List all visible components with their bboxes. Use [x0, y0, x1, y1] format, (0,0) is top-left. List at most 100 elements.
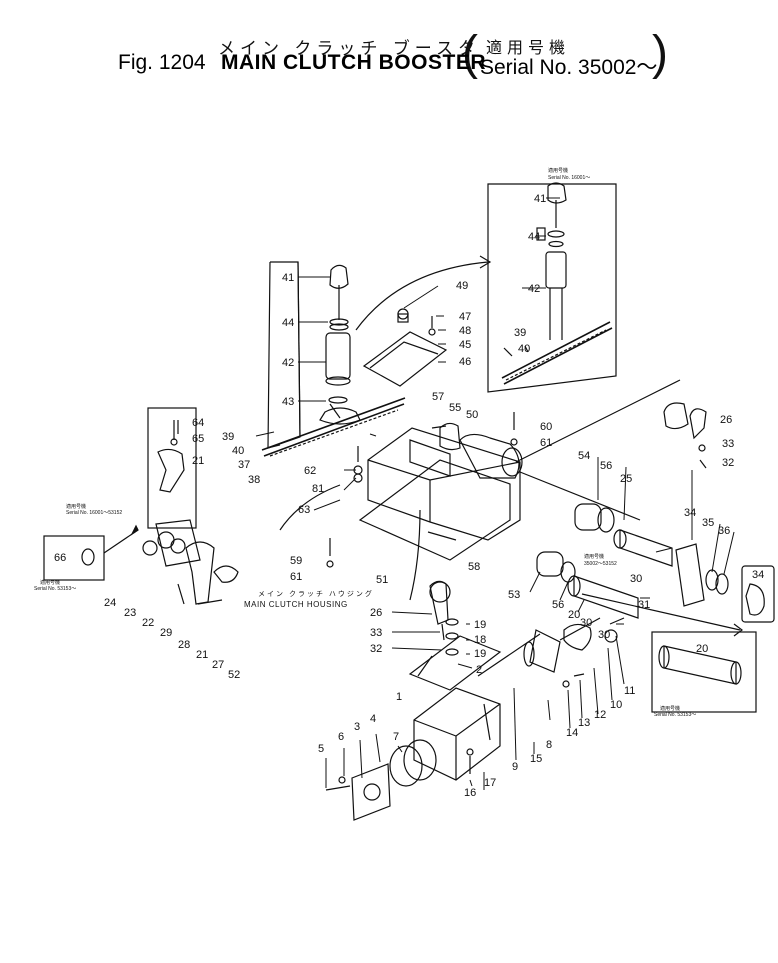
- part-21-label-b: 21: [196, 649, 208, 661]
- part-6-label: 6: [338, 731, 344, 743]
- part-59-label: 59: [290, 555, 302, 567]
- part-30-label-c: 30: [598, 629, 610, 641]
- part-65-label: 65: [192, 433, 204, 445]
- part-61-label-a: 61: [540, 437, 552, 449]
- part-numbers: 41 44 42 43 39 40 37 38 41 44 42 39 40 4…: [54, 193, 764, 799]
- lever-inset-box: [147, 407, 197, 529]
- part-51-label: 51: [376, 574, 388, 586]
- open-paren: (: [462, 27, 478, 80]
- part-81-label: 81: [312, 483, 324, 495]
- part-13-label: 13: [578, 717, 590, 729]
- note-right-serial: Serial No. 53153～: [654, 712, 696, 718]
- housing-caption-en: MAIN CLUTCH HOUSING: [244, 600, 348, 609]
- part-7-label: 7: [393, 731, 399, 743]
- part-42-label-b: 42: [528, 283, 540, 295]
- part-56-label-a: 56: [600, 460, 612, 472]
- part-39-label: 39: [222, 431, 234, 443]
- figure-header: メイン クラッチ ブースタ ( 適用号機 ) Fig. 1204 MAIN CL…: [0, 0, 778, 90]
- note-left-jp: 適用号機: [66, 503, 86, 510]
- part-64-label: 64: [192, 417, 204, 429]
- part-2-label: 2: [476, 664, 482, 676]
- applicability-notes: 適用号機 Serial No. 16001～ 適用号機 Serial No. 1…: [34, 167, 696, 718]
- part-17-label: 17: [484, 777, 496, 789]
- part-60-label: 60: [540, 421, 552, 433]
- part-37-label: 37: [238, 459, 250, 471]
- part-48-label: 48: [459, 325, 471, 337]
- part-26-label-b: 26: [370, 607, 382, 619]
- part-38-label: 38: [248, 474, 260, 486]
- left-box: [43, 535, 105, 581]
- part-32-label-b: 32: [370, 643, 382, 655]
- note-left2-jp: 適用号機: [40, 579, 60, 586]
- leader-lines: [255, 197, 735, 790]
- part-35-label: 35: [702, 517, 714, 529]
- housing-caption-jp: メイン クラッチ ハウジング: [258, 589, 374, 598]
- part-8-label: 8: [546, 739, 552, 751]
- part-42-label: 42: [282, 357, 294, 369]
- part-27-label: 27: [212, 659, 224, 671]
- part-23-label: 23: [124, 607, 136, 619]
- part-10-label: 10: [610, 699, 622, 711]
- note-mid-serial: 35002～53152: [584, 561, 617, 567]
- note-upper-jp: 適用号機: [548, 167, 568, 174]
- inset-panel-left: [261, 261, 406, 457]
- part-15-label: 15: [530, 753, 542, 765]
- reference-arrow: [355, 261, 489, 331]
- part-63-label: 63: [298, 504, 310, 516]
- part-22-label: 22: [142, 617, 154, 629]
- part-56-label-b: 56: [552, 599, 564, 611]
- main-housing: [279, 422, 523, 601]
- part-1-label: 1: [396, 691, 402, 703]
- note-upper-serial: Serial No. 16001～: [548, 175, 590, 181]
- part-62-label: 62: [304, 465, 316, 477]
- part-39-label-b: 39: [514, 327, 526, 339]
- part-29-label: 29: [160, 627, 172, 639]
- part-32-label-a: 32: [722, 457, 734, 469]
- part-26-label-a: 26: [720, 414, 732, 426]
- part-40-label: 40: [232, 445, 244, 457]
- lever-assembly: [43, 407, 239, 605]
- part-40-label-b: 40: [518, 343, 530, 355]
- part-44-label-b: 44: [528, 231, 540, 243]
- part-20-label-a: 20: [568, 609, 580, 621]
- part-50-label: 50: [466, 409, 478, 421]
- japanese-applicable-label: 適用号機: [486, 38, 571, 57]
- part-12-label: 12: [594, 709, 606, 721]
- part-54-label: 54: [578, 450, 590, 462]
- part-18-label: 18: [474, 634, 486, 646]
- part-41-label: 41: [282, 272, 294, 284]
- part-21-label-a: 21: [192, 455, 204, 467]
- part-30-label-b: 30: [580, 617, 592, 629]
- part-52-label: 52: [228, 669, 240, 681]
- inset-panel-right: [487, 182, 617, 393]
- part-14-label: 14: [566, 727, 578, 739]
- japanese-title: メイン クラッチ ブースタ: [218, 39, 480, 59]
- part-34-label-b: 34: [752, 569, 764, 581]
- part-11-label: 11: [624, 685, 635, 697]
- bracket-assembly: [663, 402, 775, 623]
- note-mid-jp: 適用号機: [584, 553, 604, 560]
- part-31-label: 31: [638, 599, 650, 611]
- lower-right-panel: [651, 631, 757, 713]
- part-57-label: 57: [432, 391, 444, 403]
- part-25-label: 25: [620, 473, 632, 485]
- part-43-label: 43: [282, 396, 294, 408]
- part-24-label: 24: [104, 597, 116, 609]
- figure-number: Fig. 1204: [118, 51, 206, 74]
- part-44-label: 44: [282, 317, 294, 329]
- part-33-label-a: 33: [722, 438, 734, 450]
- part-49-label: 49: [456, 280, 468, 292]
- part-28-label: 28: [178, 639, 190, 651]
- close-paren: ): [652, 27, 668, 80]
- part-34-label-a: 34: [684, 507, 696, 519]
- part-5-label: 5: [318, 743, 324, 755]
- part-19-label-a: 19: [474, 619, 486, 631]
- part-4-label: 4: [370, 713, 376, 725]
- note-left2-serial: Serial No. 53153～: [34, 586, 76, 592]
- part-41-label-b: 41: [534, 193, 546, 205]
- part-3-label: 3: [354, 721, 360, 733]
- housing-caption: メイン クラッチ ハウジング MAIN CLUTCH HOUSING: [244, 589, 374, 609]
- part-33-label-b: 33: [370, 627, 382, 639]
- part-53-label: 53: [508, 589, 520, 601]
- part-66-label: 66: [54, 552, 66, 564]
